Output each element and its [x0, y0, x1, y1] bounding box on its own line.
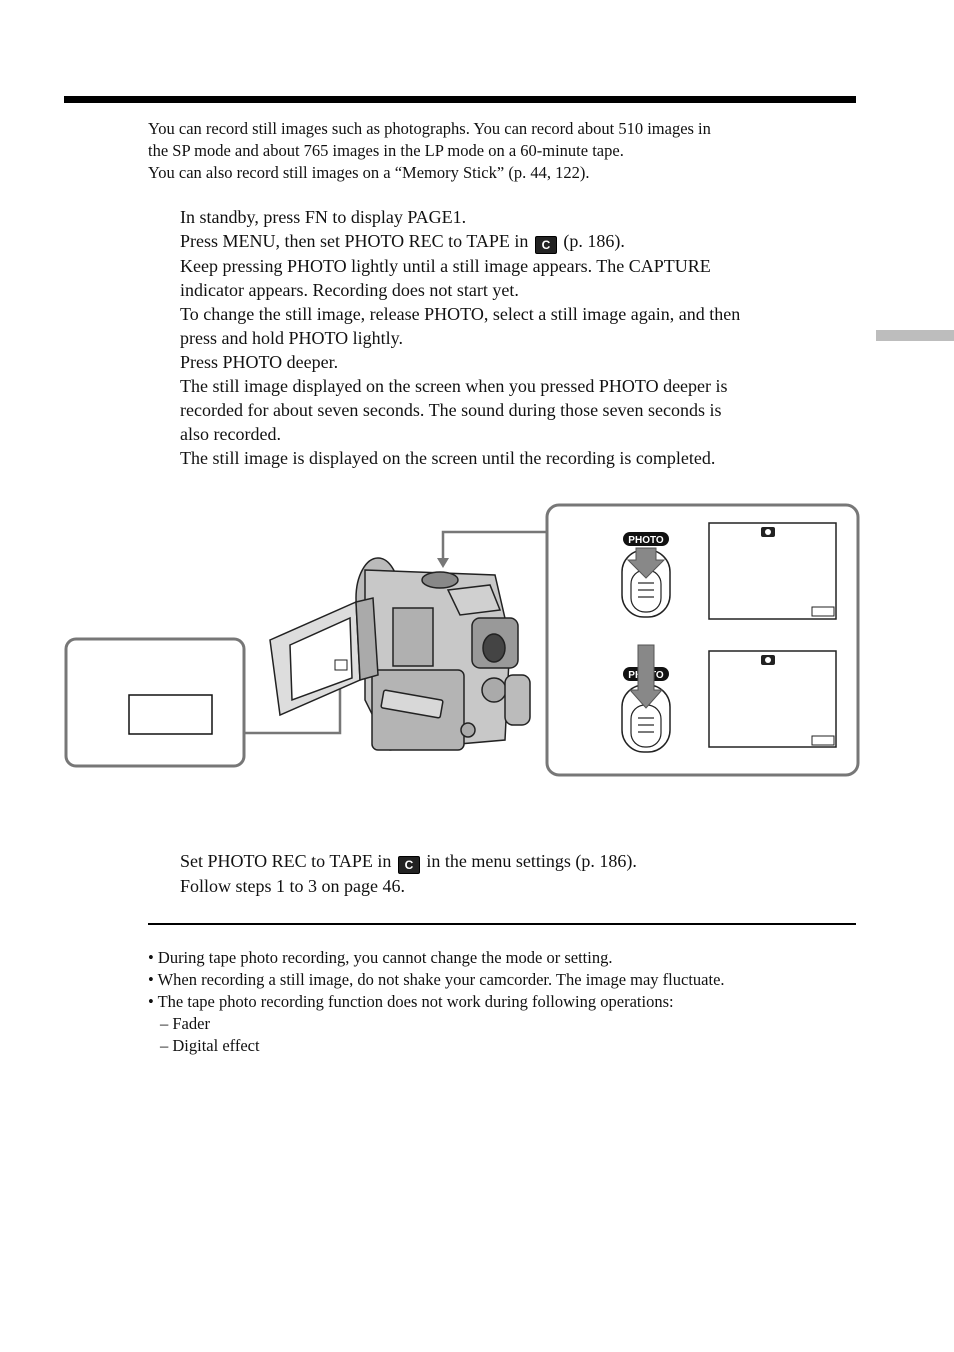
- lcd-screen-preview-2: [708, 650, 837, 748]
- camcorder-figure: PHOTO PHOTO: [64, 503, 860, 777]
- screen-indicator-box: [811, 735, 835, 746]
- top-rule: [64, 96, 856, 103]
- step-4-cont: The still image is displayed on the scre…: [180, 448, 716, 468]
- step-4-cont: recorded for about seven seconds. The so…: [180, 400, 722, 420]
- note-item: • During tape photo recording, you canno…: [148, 948, 613, 967]
- step-2-2: Follow steps 1 to 3 on page 46.: [180, 876, 405, 896]
- step-2-text-b: (p. 186).: [563, 231, 625, 251]
- screen-indicator-box: [811, 606, 835, 617]
- steps-list: In standby, press FN to display PAGE1. P…: [180, 205, 860, 470]
- step-3: Keep pressing PHOTO lightly until a stil…: [180, 256, 711, 276]
- step-2-1: Set PHOTO REC to TAPE in C in the menu s…: [180, 849, 860, 874]
- section-rule: [148, 923, 856, 925]
- lcd-screen-preview-1: [708, 522, 837, 620]
- side-tab-marker: [876, 330, 954, 341]
- notes-list: • During tape photo recording, you canno…: [148, 947, 888, 1057]
- down-arrow-icon: [628, 644, 664, 709]
- step-4-cont: The still image displayed on the screen …: [180, 376, 728, 396]
- step-3-cont: indicator appears. Recording does not st…: [180, 280, 519, 300]
- photo-button-light-press: PHOTO: [621, 532, 671, 618]
- camera-icon: [761, 527, 775, 537]
- step-4-cont: also recorded.: [180, 424, 281, 444]
- note-subitem: – Digital effect: [160, 1036, 260, 1055]
- note-subitem: – Fader: [160, 1014, 210, 1033]
- intro-line: You can also record still images on a “M…: [148, 163, 590, 182]
- step-4: Press PHOTO deeper.: [180, 352, 339, 372]
- capture-indicator-box: [128, 694, 213, 735]
- step-2-1-text-a: Set PHOTO REC to TAPE in: [180, 851, 392, 871]
- step-2-1-text-b: in the menu settings (p. 186).: [426, 851, 637, 871]
- intro-line: You can record still images such as phot…: [148, 119, 711, 138]
- lcd-connector-line: [244, 672, 342, 735]
- note-item: • The tape photo recording function does…: [148, 992, 674, 1011]
- step-2-text-a: Press MENU, then set PHOTO REC to TAPE i…: [180, 231, 529, 251]
- camera-menu-icon: C: [397, 856, 420, 874]
- camera-icon: [761, 655, 775, 665]
- button-connector-line: [441, 530, 547, 560]
- photo-button-deep-press: PHOTO: [621, 644, 671, 753]
- camera-menu-icon: C: [534, 236, 557, 254]
- intro-line: the SP mode and about 765 images in the …: [148, 141, 624, 160]
- step-1: In standby, press FN to display PAGE1.: [180, 207, 467, 227]
- step-3-cont: press and hold PHOTO lightly.: [180, 328, 403, 348]
- steps-list-2: Set PHOTO REC to TAPE in C in the menu s…: [180, 849, 860, 898]
- photo-label: PHOTO: [628, 535, 664, 546]
- down-arrow-icon: [626, 547, 666, 579]
- intro-paragraph: You can record still images such as phot…: [148, 118, 868, 184]
- camcorder-illustration: [269, 557, 531, 751]
- step-3-cont: To change the still image, release PHOTO…: [180, 304, 741, 324]
- note-item: • When recording a still image, do not s…: [148, 970, 725, 989]
- step-2: Press MENU, then set PHOTO REC to TAPE i…: [180, 229, 860, 254]
- photo-label-badge: [623, 532, 669, 546]
- connector-arrowhead: [437, 558, 449, 568]
